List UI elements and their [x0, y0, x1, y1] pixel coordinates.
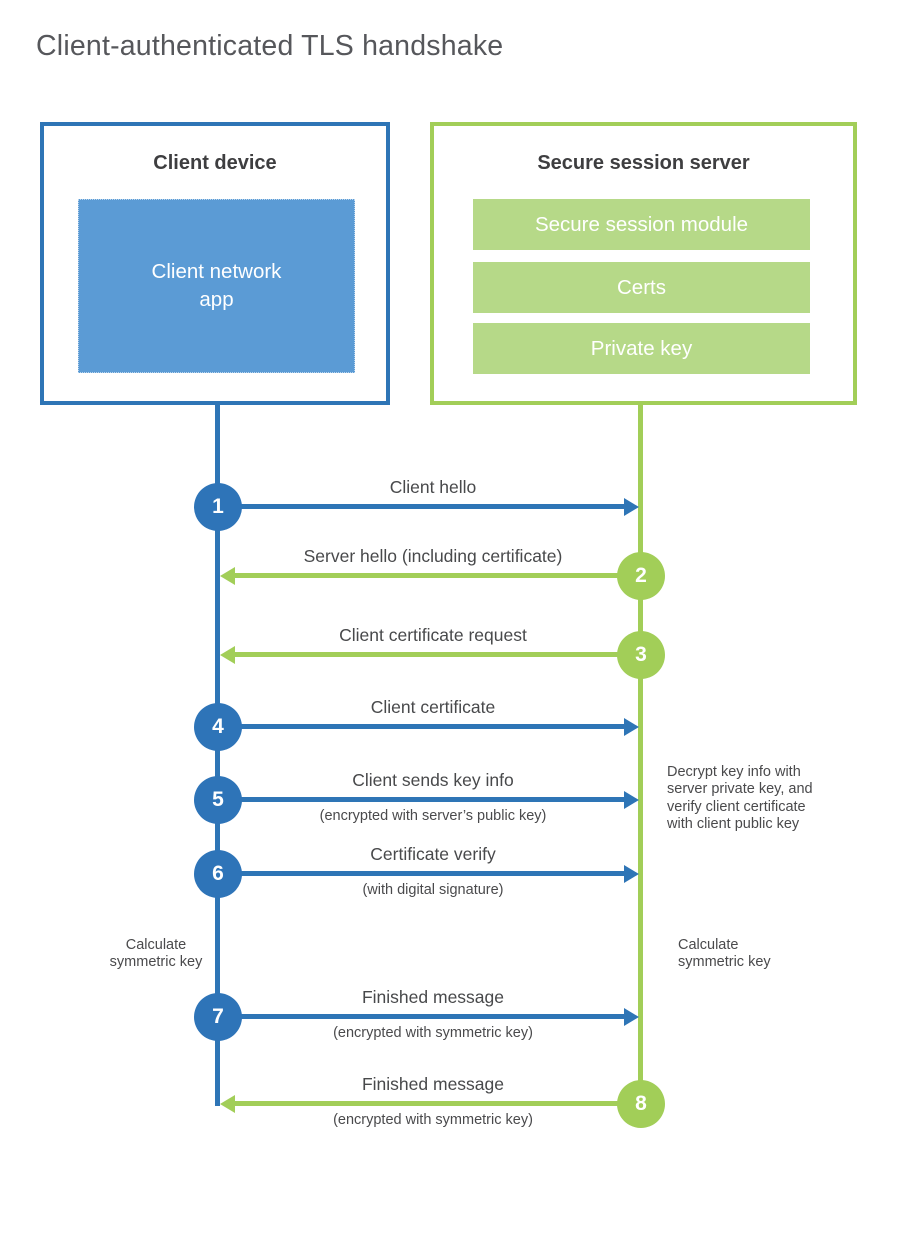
message-label-5: Client sends key info [352, 770, 514, 790]
message-label-7: Finished message [361, 987, 505, 1007]
server-box: Secure session server Secure session mod… [430, 122, 857, 405]
message-arrow-6 [241, 871, 624, 876]
message-sublabel-5: (encrypted with server’s public key) [319, 808, 547, 824]
arrowhead-right-icon [624, 865, 639, 883]
server-lifeline [638, 403, 643, 1104]
step-circle-2: 2 [617, 552, 665, 600]
message-label-3: Client certificate request [339, 625, 527, 645]
arrowhead-left-icon [220, 567, 235, 585]
client-lifeline [215, 403, 220, 1106]
arrowhead-right-icon [624, 498, 639, 516]
arrowhead-right-icon [624, 718, 639, 736]
decrypt-key-note: Decrypt key info with server private key… [667, 764, 813, 833]
message-label-1: Client hello [389, 477, 477, 497]
client-device-title: Client device [153, 152, 277, 174]
step-circle-8: 8 [617, 1080, 665, 1128]
calculate-symmetric-key-note-client: Calculate symmetric key [109, 937, 203, 971]
message-sublabel-7: (encrypted with symmetric key) [333, 1025, 533, 1041]
server-title: Secure session server [537, 152, 750, 174]
arrowhead-left-icon [220, 1095, 235, 1113]
server-module-private-key: Private key [473, 323, 810, 374]
step-circle-7: 7 [194, 993, 242, 1041]
step-circle-5: 5 [194, 776, 242, 824]
message-sublabel-6: (with digital signature) [362, 882, 504, 898]
step-circle-4: 4 [194, 703, 242, 751]
message-arrow-8 [234, 1101, 618, 1106]
arrowhead-right-icon [624, 791, 639, 809]
page-title: Client-authenticated TLS handshake [36, 30, 504, 62]
message-label-2: Server hello (including certificate) [303, 546, 563, 566]
arrowhead-right-icon [624, 1008, 639, 1026]
message-arrow-7 [241, 1014, 624, 1019]
arrowhead-left-icon [220, 646, 235, 664]
message-arrow-4 [241, 724, 624, 729]
server-module-secure-session: Secure session module [473, 199, 810, 250]
message-arrow-2 [234, 573, 618, 578]
message-arrow-3 [234, 652, 618, 657]
calculate-symmetric-key-note-server: Calculate symmetric key [678, 937, 771, 971]
message-label-6: Certificate verify [370, 844, 496, 864]
client-device-box: Client device Client network app [40, 122, 390, 405]
message-label-4: Client certificate [370, 697, 496, 717]
step-circle-6: 6 [194, 850, 242, 898]
message-label-8: Finished message [361, 1074, 505, 1094]
step-circle-3: 3 [617, 631, 665, 679]
message-arrow-5 [241, 797, 624, 802]
client-network-app-box: Client network app [78, 199, 355, 373]
message-sublabel-8: (encrypted with symmetric key) [333, 1112, 533, 1128]
client-network-app-label: Client network app [151, 260, 282, 311]
server-module-certs: Certs [473, 262, 810, 313]
step-circle-1: 1 [194, 483, 242, 531]
message-arrow-1 [241, 504, 624, 509]
